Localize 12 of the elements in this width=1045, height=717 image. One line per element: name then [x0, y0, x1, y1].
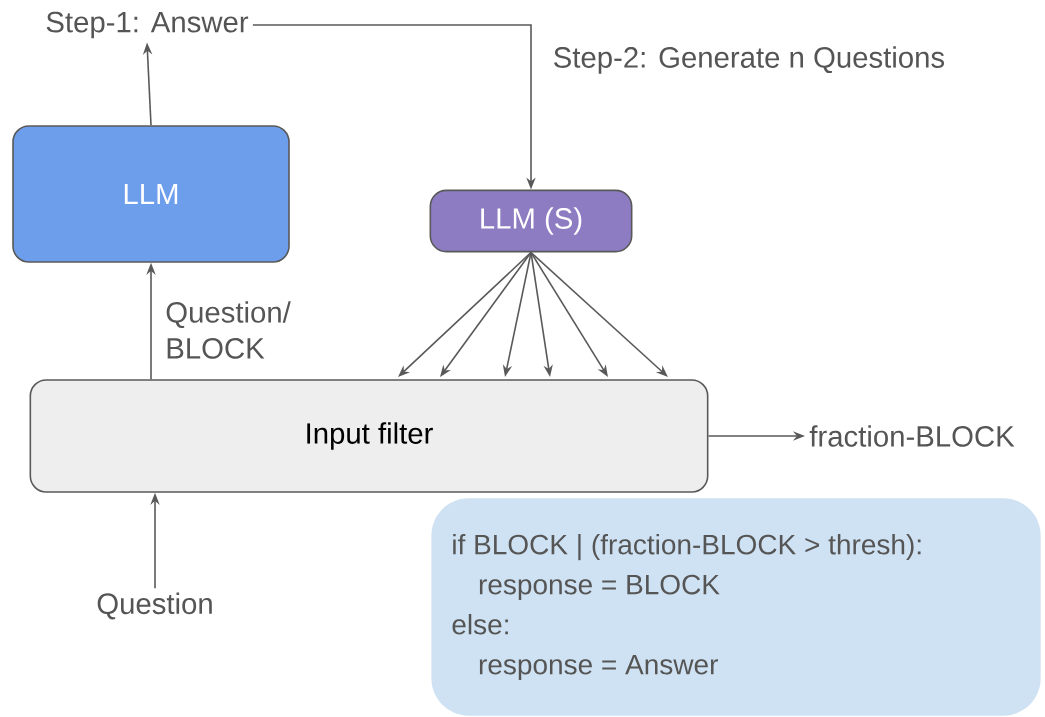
edge-label: Question/ BLOCK — [166, 301, 291, 359]
input-label: Question — [97, 592, 212, 620]
step-label: Step-1: Answer — [46, 11, 249, 39]
model-box: LLM (S) — [429, 189, 633, 253]
arrow — [398, 251, 532, 377]
filter-box: Input filter — [29, 379, 709, 493]
output-label: fraction-BLOCK — [809, 425, 1015, 447]
arrow — [530, 251, 668, 377]
model-box: LLM — [12, 125, 290, 263]
edge-label: Step-2: Generate n Questions — [554, 46, 945, 74]
arrow — [440, 251, 532, 377]
code-box: if BLOCK | (fraction-BLOCK > thresh): response = BLOCK else: response = Answer — [431, 498, 1041, 716]
